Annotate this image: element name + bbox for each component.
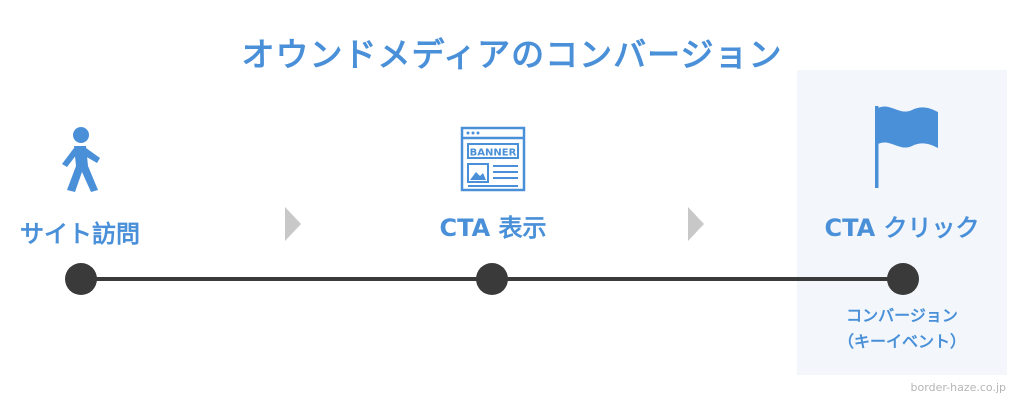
flag-icon [875, 106, 938, 188]
conversion-note-line1: コンバージョン [846, 306, 958, 325]
timeline-dot-3 [887, 263, 919, 295]
diagram-title: オウンドメディアのコンバージョン [241, 35, 783, 74]
conversion-note: コンバージョン （キーイベント） [797, 303, 1007, 355]
timeline-dot-2 [476, 263, 508, 295]
timeline-dot-1 [65, 263, 97, 295]
walking-person-icon [62, 127, 100, 192]
conversion-note-line2: （キーイベント） [837, 332, 966, 351]
banner-text: BANNER [470, 148, 517, 159]
step-label-cta-display: CTA 表示 [439, 214, 547, 242]
step-label-cta-click: CTA クリック [824, 214, 980, 242]
site-credit: border-haze.co.jp [910, 381, 1006, 394]
arrow-right-icon [688, 207, 704, 241]
banner-webpage-icon: BANNER [460, 126, 526, 192]
arrow-right-icon [285, 207, 301, 241]
step-label-site-visit: サイト訪問 [20, 220, 140, 248]
